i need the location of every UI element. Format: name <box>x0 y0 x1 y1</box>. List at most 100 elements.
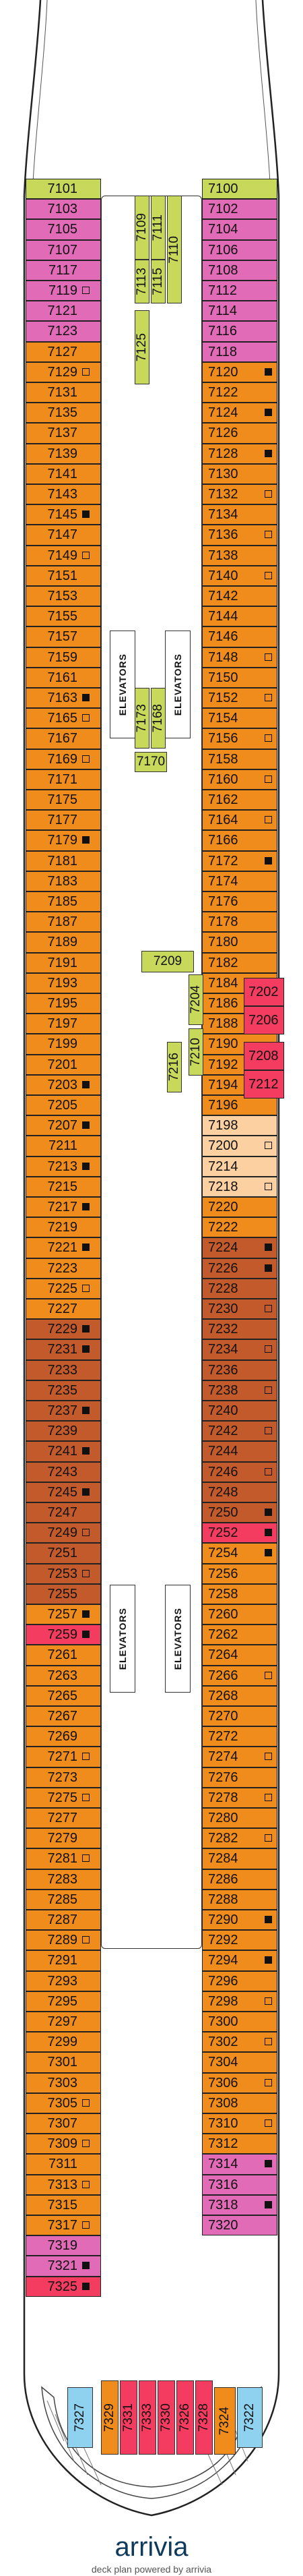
cabin-7242[interactable]: 7242 <box>202 1421 277 1442</box>
cabin-7315[interactable]: 7315 <box>26 2194 101 2215</box>
cabin-7128[interactable]: 7128 <box>202 443 277 464</box>
cabin-7247[interactable]: 7247 <box>26 1502 101 1523</box>
cabin-7230[interactable]: 7230 <box>202 1299 277 1320</box>
cabin-7206[interactable]: 7206 <box>244 1006 284 1034</box>
cabin-7321[interactable]: 7321 <box>26 2256 101 2277</box>
cabin-7156[interactable]: 7156 <box>202 728 277 749</box>
cabin-7175[interactable]: 7175 <box>26 790 101 811</box>
cabin-7169[interactable]: 7169 <box>26 749 101 769</box>
cabin-7330[interactable]: 7330 <box>158 2380 175 2455</box>
cabin-7215[interactable]: 7215 <box>26 1176 101 1197</box>
cabin-7284[interactable]: 7284 <box>202 1848 277 1869</box>
cabin-7203[interactable]: 7203 <box>26 1074 101 1095</box>
cabin-7211[interactable]: 7211 <box>26 1136 101 1157</box>
cabin-7131[interactable]: 7131 <box>26 382 101 403</box>
cabin-7166[interactable]: 7166 <box>202 830 277 851</box>
cabin-7214[interactable]: 7214 <box>202 1156 277 1177</box>
cabin-7208[interactable]: 7208 <box>244 1042 284 1070</box>
cabin-7207[interactable]: 7207 <box>26 1115 101 1136</box>
cabin-7316[interactable]: 7316 <box>202 2174 277 2195</box>
cabin-7183[interactable]: 7183 <box>26 871 101 891</box>
cabin-7148[interactable]: 7148 <box>202 647 277 668</box>
cabin-7115[interactable]: 7115 <box>151 260 166 303</box>
cabin-7107[interactable]: 7107 <box>26 239 101 260</box>
cabin-7155[interactable]: 7155 <box>26 606 101 627</box>
cabin-7144[interactable]: 7144 <box>202 606 277 627</box>
cabin-7176[interactable]: 7176 <box>202 891 277 912</box>
cabin-7240[interactable]: 7240 <box>202 1401 277 1422</box>
cabin-7307[interactable]: 7307 <box>26 2113 101 2134</box>
cabin-7312[interactable]: 7312 <box>202 2134 277 2155</box>
cabin-7227[interactable]: 7227 <box>26 1299 101 1320</box>
cabin-7171[interactable]: 7171 <box>26 769 101 790</box>
cabin-7292[interactable]: 7292 <box>202 1930 277 1951</box>
cabin-7264[interactable]: 7264 <box>202 1645 277 1666</box>
cabin-7114[interactable]: 7114 <box>202 301 277 322</box>
cabin-7153[interactable]: 7153 <box>26 586 101 607</box>
cabin-7135[interactable]: 7135 <box>26 403 101 423</box>
cabin-7212[interactable]: 7212 <box>244 1070 284 1099</box>
cabin-7138[interactable]: 7138 <box>202 545 277 566</box>
cabin-7309[interactable]: 7309 <box>26 2134 101 2155</box>
cabin-7118[interactable]: 7118 <box>202 341 277 362</box>
cabin-7164[interactable]: 7164 <box>202 810 277 831</box>
cabin-7110[interactable]: 7110 <box>167 196 182 303</box>
cabin-7116[interactable]: 7116 <box>202 321 277 342</box>
cabin-7271[interactable]: 7271 <box>26 1747 101 1767</box>
cabin-7314[interactable]: 7314 <box>202 2154 277 2175</box>
cabin-7290[interactable]: 7290 <box>202 1910 277 1931</box>
cabin-7140[interactable]: 7140 <box>202 565 277 586</box>
cabin-7111[interactable]: 7111 <box>151 196 166 260</box>
cabin-7147[interactable]: 7147 <box>26 525 101 546</box>
cabin-7305[interactable]: 7305 <box>26 2092 101 2113</box>
cabin-7300[interactable]: 7300 <box>202 2012 277 2032</box>
cabin-7101[interactable]: 7101 <box>26 179 101 200</box>
cabin-7302[interactable]: 7302 <box>202 2032 277 2053</box>
cabin-7319[interactable]: 7319 <box>26 2235 101 2256</box>
cabin-7123[interactable]: 7123 <box>26 321 101 342</box>
cabin-7310[interactable]: 7310 <box>202 2113 277 2134</box>
cabin-7322[interactable]: 7322 <box>237 2387 263 2448</box>
cabin-7306[interactable]: 7306 <box>202 2072 277 2093</box>
cabin-7160[interactable]: 7160 <box>202 769 277 790</box>
cabin-7317[interactable]: 7317 <box>26 2215 101 2236</box>
cabin-7152[interactable]: 7152 <box>202 688 277 709</box>
cabin-7266[interactable]: 7266 <box>202 1665 277 1686</box>
cabin-7221[interactable]: 7221 <box>26 1237 101 1258</box>
cabin-7311[interactable]: 7311 <box>26 2154 101 2175</box>
cabin-7329[interactable]: 7329 <box>101 2380 119 2455</box>
cabin-7196[interactable]: 7196 <box>202 1095 277 1116</box>
cabin-7170[interactable]: 7170 <box>135 752 167 772</box>
cabin-7129[interactable]: 7129 <box>26 361 101 382</box>
cabin-7199[interactable]: 7199 <box>26 1034 101 1055</box>
cabin-7252[interactable]: 7252 <box>202 1523 277 1544</box>
cabin-7181[interactable]: 7181 <box>26 850 101 871</box>
cabin-7119[interactable]: 7119 <box>26 281 101 301</box>
cabin-7151[interactable]: 7151 <box>26 565 101 586</box>
cabin-7205[interactable]: 7205 <box>26 1095 101 1116</box>
cabin-7149[interactable]: 7149 <box>26 545 101 566</box>
cabin-7134[interactable]: 7134 <box>202 504 277 525</box>
cabin-7249[interactable]: 7249 <box>26 1523 101 1544</box>
cabin-7187[interactable]: 7187 <box>26 912 101 933</box>
cabin-7260[interactable]: 7260 <box>202 1604 277 1625</box>
cabin-7126[interactable]: 7126 <box>202 423 277 444</box>
cabin-7103[interactable]: 7103 <box>26 199 101 220</box>
cabin-7172[interactable]: 7172 <box>202 850 277 871</box>
cabin-7109[interactable]: 7109 <box>135 196 149 260</box>
cabin-7308[interactable]: 7308 <box>202 2092 277 2113</box>
cabin-7100[interactable]: 7100 <box>202 179 277 200</box>
cabin-7141[interactable]: 7141 <box>26 463 101 484</box>
cabin-7142[interactable]: 7142 <box>202 586 277 607</box>
cabin-7248[interactable]: 7248 <box>202 1482 277 1502</box>
cabin-7250[interactable]: 7250 <box>202 1502 277 1523</box>
cabin-7283[interactable]: 7283 <box>26 1869 101 1890</box>
cabin-7297[interactable]: 7297 <box>26 2012 101 2032</box>
cabin-7239[interactable]: 7239 <box>26 1421 101 1442</box>
cabin-7210[interactable]: 7210 <box>189 1028 203 1076</box>
cabin-7318[interactable]: 7318 <box>202 2194 277 2215</box>
cabin-7179[interactable]: 7179 <box>26 830 101 851</box>
cabin-7120[interactable]: 7120 <box>202 361 277 382</box>
cabin-7105[interactable]: 7105 <box>26 219 101 240</box>
cabin-7288[interactable]: 7288 <box>202 1889 277 1910</box>
